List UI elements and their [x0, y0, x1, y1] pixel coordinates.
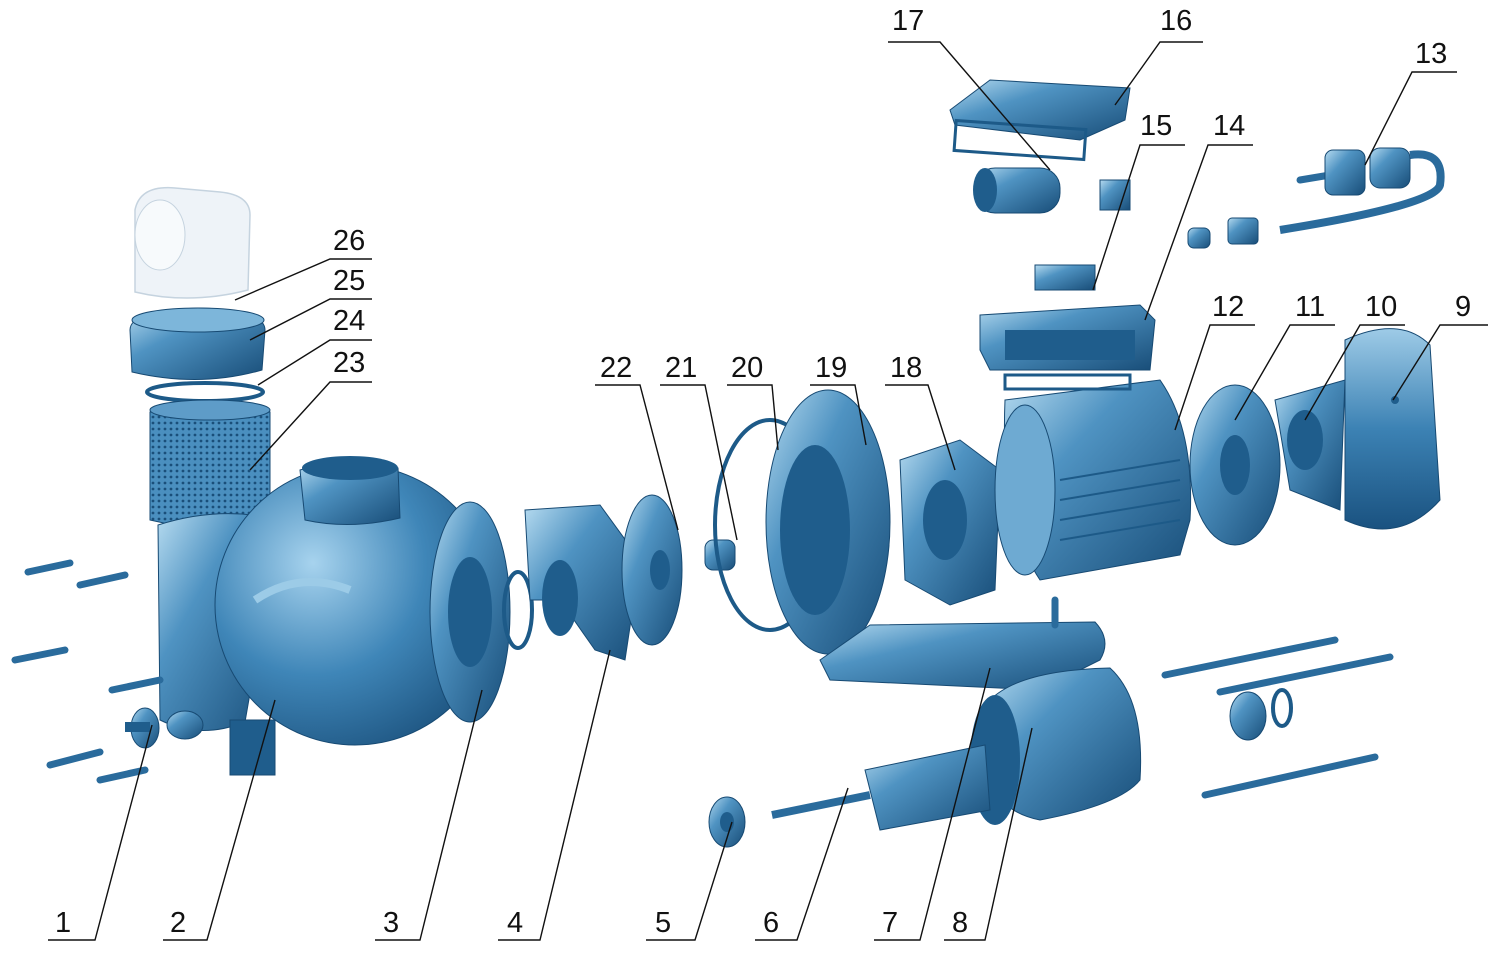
- callout-7: 7: [882, 907, 898, 939]
- part-11-end-cap: [1189, 384, 1281, 546]
- part-10-fan: [1274, 379, 1346, 511]
- part-3-diffuser-plate: [429, 501, 511, 723]
- callout-18: 18: [890, 352, 922, 384]
- callout-25: 25: [333, 265, 365, 297]
- callout-23: 23: [333, 347, 365, 379]
- part-2-pump-body: [157, 456, 496, 776]
- callout-2: 2: [170, 907, 186, 939]
- callout-9: 9: [1455, 291, 1471, 323]
- callout-19: 19: [815, 352, 847, 384]
- part-14-terminal-box: [979, 304, 1156, 391]
- part-15-terminal-block: [1034, 179, 1259, 291]
- part-26-lid: [134, 186, 251, 299]
- callout-24: 24: [333, 305, 365, 337]
- part-23-basket: [149, 399, 271, 528]
- callout-17: 17: [892, 5, 924, 37]
- callout-14: 14: [1213, 110, 1245, 142]
- part-25-ring-nut: [129, 307, 266, 380]
- callout-26: 26: [333, 225, 365, 257]
- callout-4: 4: [507, 907, 523, 939]
- part-1-drain-plug: [125, 707, 160, 749]
- bolts-left: [11, 559, 164, 784]
- volute-o-ring: [502, 570, 534, 650]
- part-24-o-ring: [145, 381, 265, 403]
- callout-21: 21: [665, 352, 697, 384]
- callout-22: 22: [600, 352, 632, 384]
- part-5-bearing: [708, 796, 746, 848]
- part-8-stator: [970, 667, 1142, 825]
- callout-6: 6: [763, 907, 779, 939]
- callout-11: 11: [1295, 291, 1325, 323]
- callout-12: 12: [1212, 291, 1244, 323]
- part-20-19-seal-plate: [765, 389, 891, 655]
- callout-20: 20: [731, 352, 763, 384]
- callout-13: 13: [1415, 38, 1447, 70]
- part-17-capacitor: [973, 167, 1061, 214]
- part-4-diffuser: [524, 504, 641, 661]
- part-22-impeller: [621, 494, 683, 646]
- part-9-fan-cover: [1344, 328, 1441, 530]
- part-16-box-lid: [949, 79, 1131, 162]
- callout-8: 8: [952, 907, 968, 939]
- callout-3: 3: [383, 907, 399, 939]
- part-18-bracket: [899, 439, 1001, 606]
- part-13-pressure-switch: [1279, 147, 1445, 234]
- callout-1: 1: [55, 907, 71, 939]
- callout-5: 5: [655, 907, 671, 939]
- callout-16: 16: [1160, 5, 1192, 37]
- part-12-motor-housing: [994, 379, 1192, 581]
- tie-rods-right: [1161, 636, 1394, 799]
- callout-10: 10: [1365, 291, 1397, 323]
- callouts: 1 2 3 4 5 6 7 8 9 10 11 12 13 14 15 16 1…: [48, 5, 1488, 941]
- callout-15: 15: [1140, 110, 1172, 142]
- part-6-rotor-shaft: [771, 744, 991, 831]
